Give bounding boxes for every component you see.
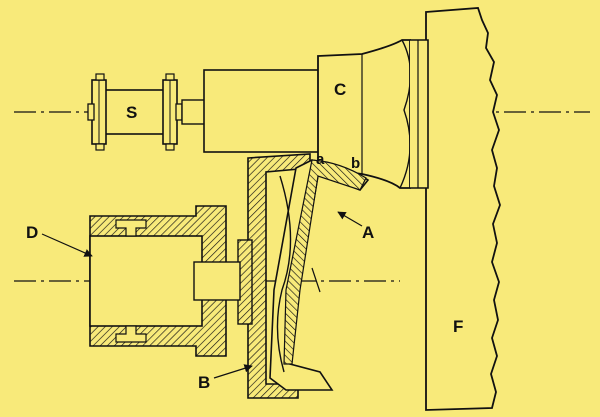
piece-a <box>269 159 370 391</box>
bracket-b <box>247 153 311 399</box>
label-c: C <box>334 80 346 99</box>
label-s: S <box>126 103 137 122</box>
leader-b <box>213 364 253 379</box>
head-c <box>317 39 429 189</box>
label-d: D <box>26 223 38 242</box>
shaft-housing <box>203 69 321 153</box>
frame-f <box>425 7 501 411</box>
label-f: F <box>453 317 463 336</box>
leader-d <box>41 233 93 257</box>
center-mark <box>311 267 321 293</box>
leader-a <box>337 211 363 227</box>
label-a: A <box>362 223 374 242</box>
label-b: B <box>198 373 210 392</box>
label-a-small: a <box>316 151 325 168</box>
spindle-s <box>87 73 207 151</box>
label-b-small: b <box>351 155 360 172</box>
collet-d <box>89 205 241 357</box>
